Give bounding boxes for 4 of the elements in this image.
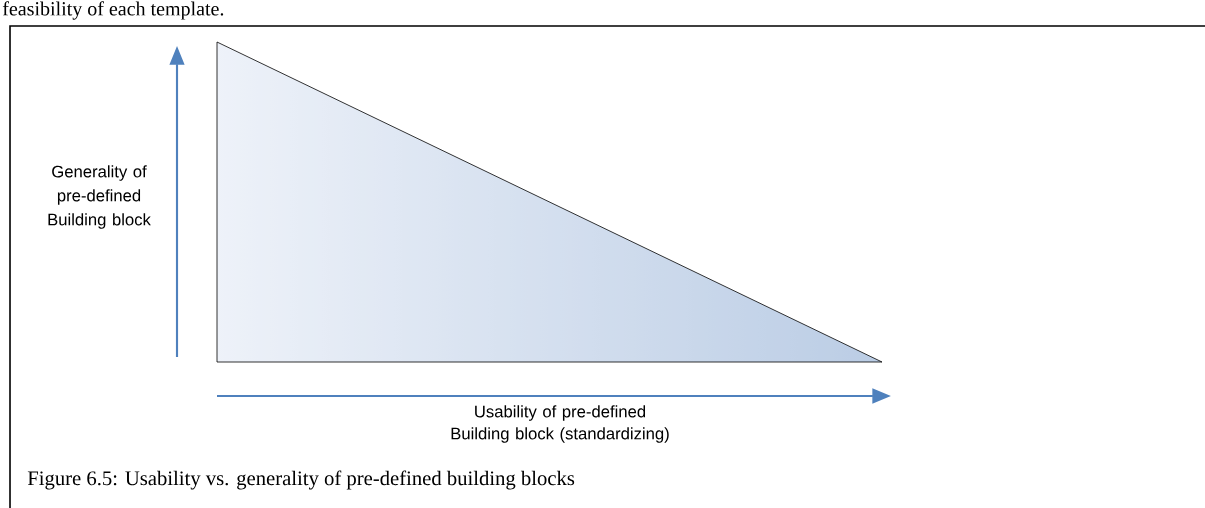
- body-text: feasibility of each template.: [2, 1, 224, 20]
- axis-label: Generality of pre-defined Building block: [48, 165, 151, 229]
- figure-caption: Figure 6.5: Usability vs. generality of pre-defined building blocks: [27, 470, 575, 490]
- axis-label: Usability of pre-defined Building block (standardizing): [451, 405, 669, 443]
